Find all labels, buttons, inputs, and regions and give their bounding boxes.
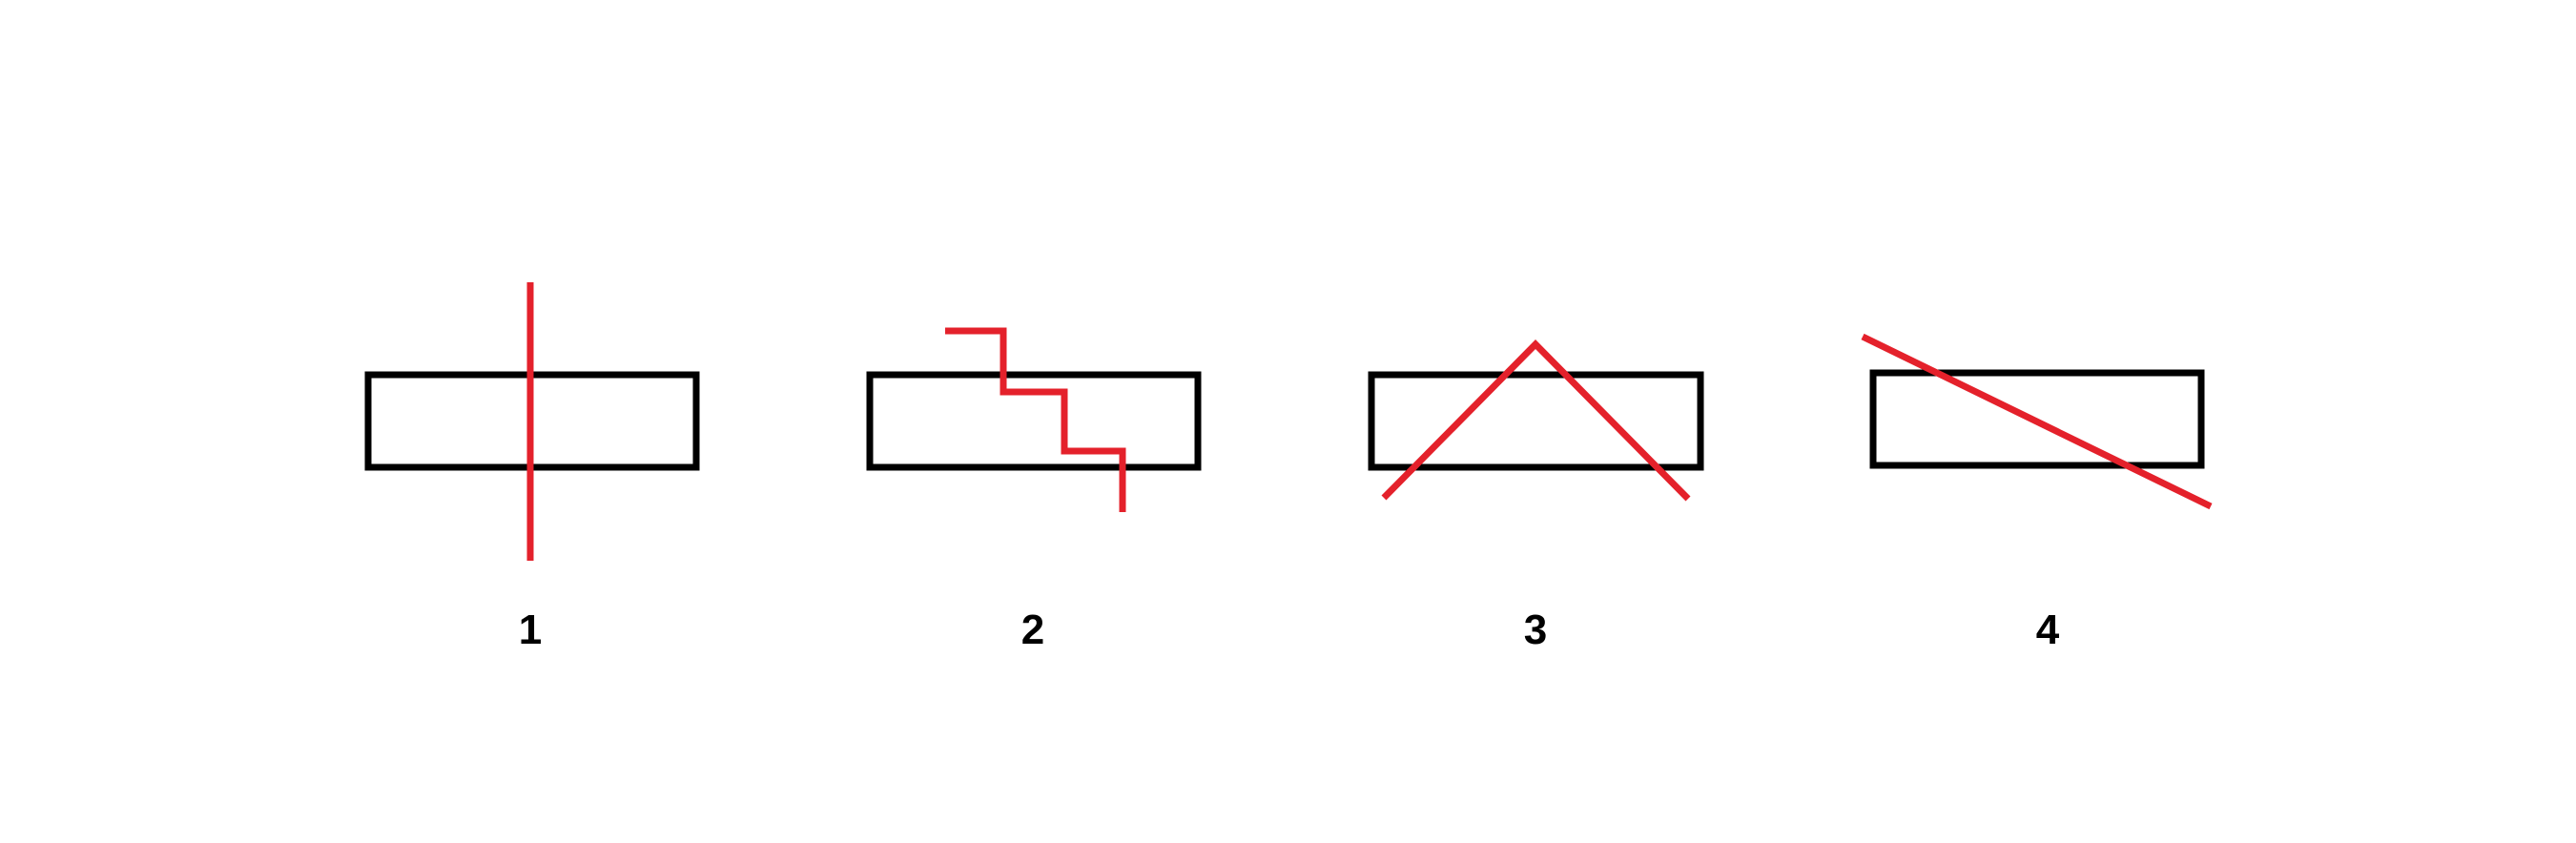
figure-3-rectangle [1368,371,1704,471]
figure-2: 2 [866,327,1202,653]
figure-1: 1 [364,282,700,653]
figure-2-label: 2 [1021,607,1044,653]
figure-4: 4 [1861,333,2213,653]
figure-4-diagonal-line [1861,333,2213,510]
figure-2-stepped-line [945,327,1126,512]
figure-3-label: 3 [1524,607,1547,653]
figure-4-rectangle [1869,369,2205,469]
figure-3-inverted-v-line [1381,339,1691,502]
figure-3: 3 [1368,339,1704,653]
figure-4-label: 4 [2036,607,2060,653]
figure-1-label: 1 [519,607,542,653]
figure-2-rectangle [866,371,1202,471]
